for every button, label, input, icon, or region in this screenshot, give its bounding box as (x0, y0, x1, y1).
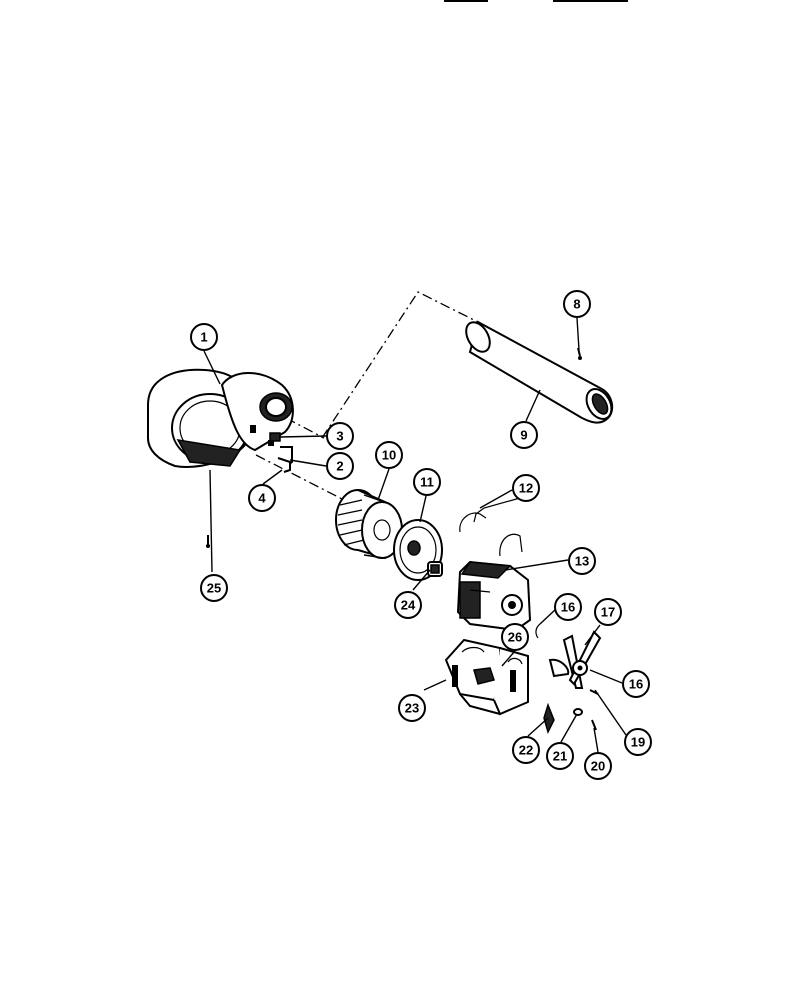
callout-21: 21 (546, 742, 574, 770)
callout-label: 9 (520, 428, 527, 443)
callout-label: 24 (401, 598, 416, 613)
motor-mount (444, 638, 529, 716)
callout-label: 4 (258, 491, 266, 506)
drive-motor (456, 560, 532, 632)
callout-label: 11 (420, 475, 434, 490)
exhaust-duct (465, 320, 614, 424)
callout-16-lower: 16 (622, 670, 650, 698)
callout-2: 2 (326, 452, 354, 480)
callout-label: 25 (207, 581, 221, 596)
blower-wheel (335, 489, 403, 560)
screw-25 (206, 535, 210, 548)
callout-1: 1 (190, 323, 218, 351)
callout-label: 20 (591, 759, 605, 774)
callout-3: 3 (326, 422, 354, 450)
callout-4: 4 (248, 484, 276, 512)
coupling (427, 561, 443, 577)
callout-13: 13 (568, 547, 596, 575)
callout-24: 24 (394, 591, 422, 619)
callout-11: 11 (413, 468, 441, 496)
callout-label: 12 (519, 481, 533, 496)
callout-label: 26 (508, 630, 522, 645)
wheel-fins (337, 494, 385, 559)
leader-lines (203, 317, 627, 753)
callout-label: 16 (561, 600, 575, 615)
blower-housing (147, 368, 294, 468)
callout-10: 10 (375, 441, 403, 469)
callout-label: 22 (519, 743, 533, 758)
callout-label: 8 (573, 297, 580, 312)
callout-label: 19 (631, 735, 645, 750)
callout-16-upper: 16 (554, 593, 582, 621)
callout-26: 26 (501, 623, 529, 651)
callout-label: 3 (336, 429, 343, 444)
small-hardware (269, 432, 293, 473)
callout-label: 10 (382, 448, 396, 463)
callout-label: 21 (553, 749, 567, 764)
callout-22: 22 (512, 736, 540, 764)
callout-9: 9 (510, 421, 538, 449)
idler-assembly (535, 623, 602, 735)
motor-clamps (459, 497, 523, 557)
callout-17: 17 (594, 598, 622, 626)
callout-label: 2 (336, 459, 343, 474)
callout-19: 19 (624, 728, 652, 756)
callout-label: 16 (629, 677, 643, 692)
callout-12: 12 (512, 474, 540, 502)
callout-20: 20 (584, 752, 612, 780)
callout-25: 25 (200, 574, 228, 602)
callout-label: 23 (405, 701, 419, 716)
callout-label: 1 (200, 330, 207, 345)
callout-label: 13 (575, 554, 589, 569)
callout-23: 23 (398, 694, 426, 722)
callout-8: 8 (563, 290, 591, 318)
callout-label: 17 (601, 605, 615, 620)
